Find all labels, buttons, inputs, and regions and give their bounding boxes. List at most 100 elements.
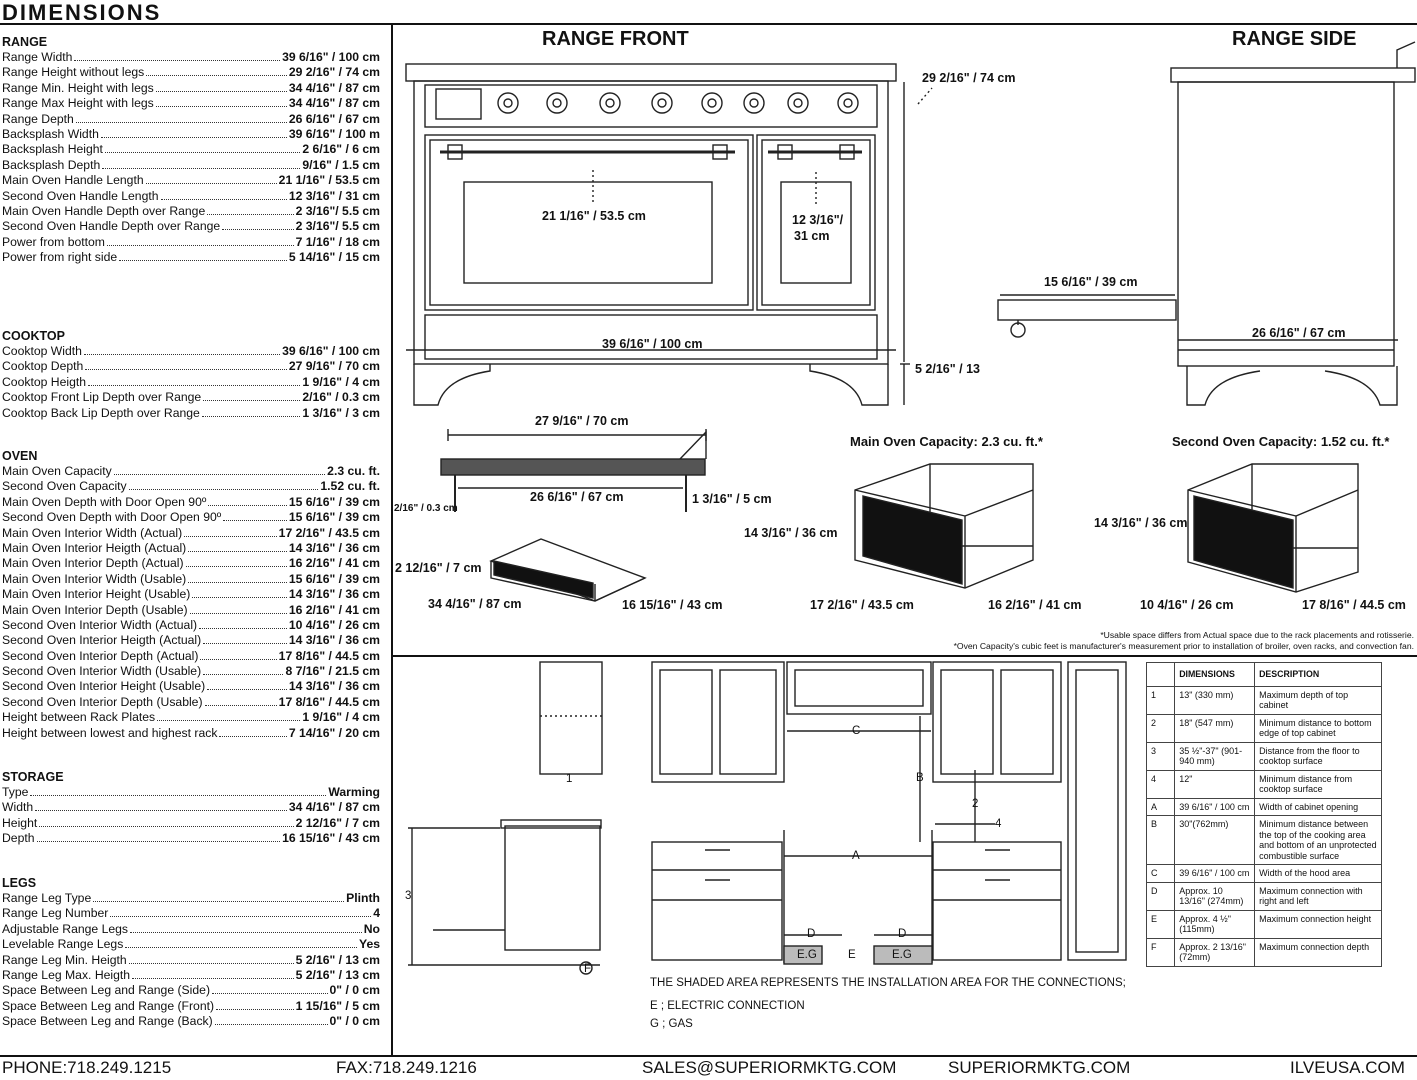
dot-leader bbox=[75, 121, 287, 123]
spec-label: Width bbox=[2, 800, 34, 815]
column-divider bbox=[391, 23, 393, 1055]
table-cell-id: 4 bbox=[1145, 769, 1176, 799]
dot-leader bbox=[189, 612, 287, 614]
dim-second-handle-b: 31 cm bbox=[794, 229, 830, 243]
second-oven-capacity: Second Oven Capacity: 1.52 cu. ft.* bbox=[1172, 434, 1390, 449]
table-cell-desc: Width of the hood area bbox=[1254, 864, 1382, 883]
spec-label: Cooktop Width bbox=[2, 344, 82, 358]
spec-label: Main Oven Handle Depth over Range bbox=[2, 203, 206, 218]
spec-value: 16 2/16" / 41 cm bbox=[288, 556, 380, 571]
spec-value: 5 2/16" / 13 cm bbox=[295, 967, 380, 982]
dot-leader bbox=[219, 735, 287, 737]
spec-label: Main Oven Interior Depth (Actual) bbox=[2, 556, 184, 571]
dot-leader bbox=[184, 535, 277, 537]
table-cell-id: 3 bbox=[1145, 741, 1176, 771]
dim-drawer-height: 2 12/16" / 7 cm bbox=[395, 561, 482, 575]
marker-b: B bbox=[916, 772, 924, 784]
spec-value: 39 6/16" / 100 cm bbox=[282, 344, 380, 358]
marker-a: A bbox=[852, 850, 860, 862]
spec-label: Main Oven Interior Depth (Usable) bbox=[2, 602, 188, 617]
spec-label: Range Min. Height with legs bbox=[2, 80, 154, 95]
marker-1: 1 bbox=[566, 773, 573, 785]
spec-value: 27 9/16" / 70 cm bbox=[288, 359, 380, 374]
footer-rule bbox=[0, 1055, 1417, 1057]
dot-leader bbox=[204, 704, 277, 706]
dot-leader bbox=[199, 627, 287, 629]
spec-label: Main Oven Interior Height (Usable) bbox=[2, 587, 191, 602]
spec-row: Second Oven Interior Width (Actual)10 4/… bbox=[2, 618, 380, 633]
spec-value: 16 15/16" / 43 cm bbox=[282, 831, 380, 846]
spec-label: Main Oven Handle Length bbox=[2, 173, 144, 188]
dim-second-width: 10 4/16" / 26 cm bbox=[1140, 598, 1234, 612]
dot-leader bbox=[188, 550, 287, 552]
table-cell-id: A bbox=[1145, 797, 1176, 816]
spec-row: Second Oven Interior Height (Usable)14 3… bbox=[2, 679, 380, 694]
spec-row: Main Oven Interior Depth (Actual) 16 2/16… bbox=[2, 556, 380, 571]
range-front-title: RANGE FRONT bbox=[542, 28, 689, 50]
table-cell-dim: Approx. 10 13/16" (274mm) bbox=[1174, 881, 1256, 911]
spec-label: Main Oven Depth with Door Open 90º bbox=[2, 494, 207, 509]
dot-leader bbox=[203, 674, 284, 676]
dim-main-handle: 21 1/16" / 53.5 cm bbox=[542, 209, 646, 223]
dot-leader bbox=[85, 369, 287, 371]
table-cell-id: D bbox=[1145, 881, 1176, 911]
spec-label: Cooktop Depth bbox=[2, 359, 84, 374]
table-header-row: DIMENSIONS DESCRIPTION bbox=[1145, 662, 1382, 687]
range-side-drawing bbox=[997, 41, 1416, 406]
footer-phone[interactable]: PHONE:718.249.1215 bbox=[2, 1058, 172, 1077]
spec-label: Second Oven Capacity bbox=[2, 479, 127, 494]
table-cell-id: F bbox=[1145, 937, 1176, 967]
marker-f: F bbox=[584, 963, 592, 975]
spec-value: 29 2/16" / 74 cm bbox=[288, 65, 380, 80]
gas-legend: G ; GAS bbox=[650, 1018, 693, 1030]
footer-brand-site[interactable]: ILVEUSA.COM bbox=[1290, 1058, 1405, 1077]
spec-value: 17 8/16" / 44.5 cm bbox=[278, 694, 380, 709]
dot-leader bbox=[192, 597, 287, 599]
spec-row: Second Oven Interior Width (Usable)8 7/1… bbox=[2, 664, 380, 679]
dot-leader bbox=[155, 106, 287, 108]
spec-value: Plinth bbox=[346, 891, 380, 905]
table-cell-desc: Width of cabinet opening bbox=[1254, 797, 1382, 816]
footer-website[interactable]: SUPERIORMKTG.COM bbox=[948, 1058, 1131, 1077]
spec-value: 17 8/16" / 44.5 cm bbox=[278, 648, 380, 663]
footer-email[interactable]: SALES@SUPERIORMKTG.COM bbox=[642, 1058, 897, 1077]
table-cell-dim: Approx. 2 13/16" (72mm) bbox=[1174, 937, 1256, 967]
dim-second-depth: 17 8/16" / 44.5 cm bbox=[1302, 598, 1406, 612]
section-divider bbox=[392, 655, 1417, 657]
dot-leader bbox=[203, 400, 301, 402]
dot-leader bbox=[155, 90, 287, 92]
spec-value: 26 6/16" / 67 cm bbox=[288, 111, 380, 126]
spec-row: Main Oven Interior Heigth (Actual)14 3/1… bbox=[2, 541, 380, 556]
dot-leader bbox=[185, 566, 287, 568]
spec-row: Space Between Leg and Range (Side)0" / 0… bbox=[2, 983, 380, 998]
table-cell-dim: 39 6/16" / 100 cm bbox=[1174, 864, 1256, 883]
capacity-note: *Oven Capacity's cubic feet is manufactu… bbox=[953, 641, 1414, 651]
dot-leader bbox=[212, 993, 328, 995]
spec-value: 12 3/16" / 31 cm bbox=[288, 188, 380, 203]
spec-value: 7 14/16" / 20 cm bbox=[288, 725, 380, 740]
dot-leader bbox=[100, 136, 287, 138]
dim-main-depth: 16 2/16" / 41 cm bbox=[988, 598, 1082, 612]
spec-value: 1 9/16" / 4 cm bbox=[302, 374, 380, 389]
spec-label: Second Oven Interior Depth (Actual) bbox=[2, 648, 199, 663]
spec-value: 8 7/16" / 21.5 cm bbox=[285, 664, 380, 679]
dot-leader bbox=[222, 229, 294, 231]
